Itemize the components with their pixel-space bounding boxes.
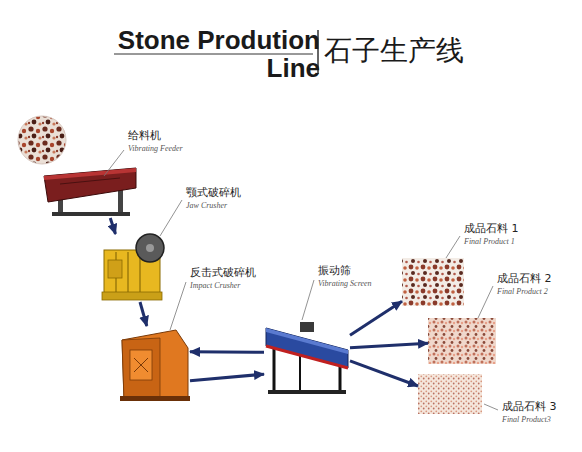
label-group: 成品石料 1Final Product 1	[464, 222, 519, 247]
flow-arrow	[190, 374, 264, 381]
label-english: Final Product3	[502, 414, 557, 425]
label-english: Vibrating Screen	[318, 278, 372, 289]
label-chinese: 振动筛	[318, 264, 372, 278]
title-text: Stone Prodution Line	[108, 26, 320, 82]
label-chinese: 成品石料 1	[464, 222, 519, 236]
label-english: Final Product 2	[497, 286, 552, 297]
impact-crusher-node: 反击式破碎机Impact Crusher	[118, 326, 190, 402]
label-group: 颚式破碎机Jaw Crusher	[186, 186, 241, 211]
label-chinese: 成品石料 3	[502, 400, 557, 414]
label-group: 反击式破碎机Impact Crusher	[190, 266, 256, 291]
label-english: Vibrating Feeder	[128, 143, 183, 154]
flow-arrow	[110, 218, 115, 234]
flow-arrow	[350, 301, 402, 335]
label-english: Impact Crusher	[190, 280, 256, 291]
label-group: 成品石料 2Final Product 2	[497, 272, 552, 297]
product-node: 成品石料 3Final Product3	[418, 374, 482, 414]
label-chinese: 给料机	[128, 129, 183, 143]
label-english: Final Product 1	[464, 236, 519, 247]
jaw-crusher-node: 颚式破碎机Jaw Crusher	[98, 234, 168, 302]
product-node: 成品石料 2Final Product 2	[428, 318, 496, 364]
label-group: 给料机Vibrating Feeder	[128, 129, 183, 154]
label-english: Jaw Crusher	[186, 200, 241, 211]
screen-node: 振动筛Vibrating Screen	[264, 318, 350, 396]
flow-arrow	[140, 302, 147, 326]
label-group: 成品石料 3Final Product3	[502, 400, 557, 425]
label-chinese: 成品石料 2	[497, 272, 552, 286]
flow-arrow	[350, 343, 428, 347]
title-chinese: 石子生产线	[324, 34, 464, 68]
feeder-node: 给料机Vibrating Feeder	[44, 170, 136, 218]
flow-arrow	[190, 350, 264, 353]
flow-arrow	[350, 361, 418, 386]
label-chinese: 反击式破碎机	[190, 266, 256, 280]
product-node: 成品石料 1Final Product 1	[402, 258, 464, 306]
label-chinese: 颚式破碎机	[186, 186, 241, 200]
label-group: 振动筛Vibrating Screen	[318, 264, 372, 289]
